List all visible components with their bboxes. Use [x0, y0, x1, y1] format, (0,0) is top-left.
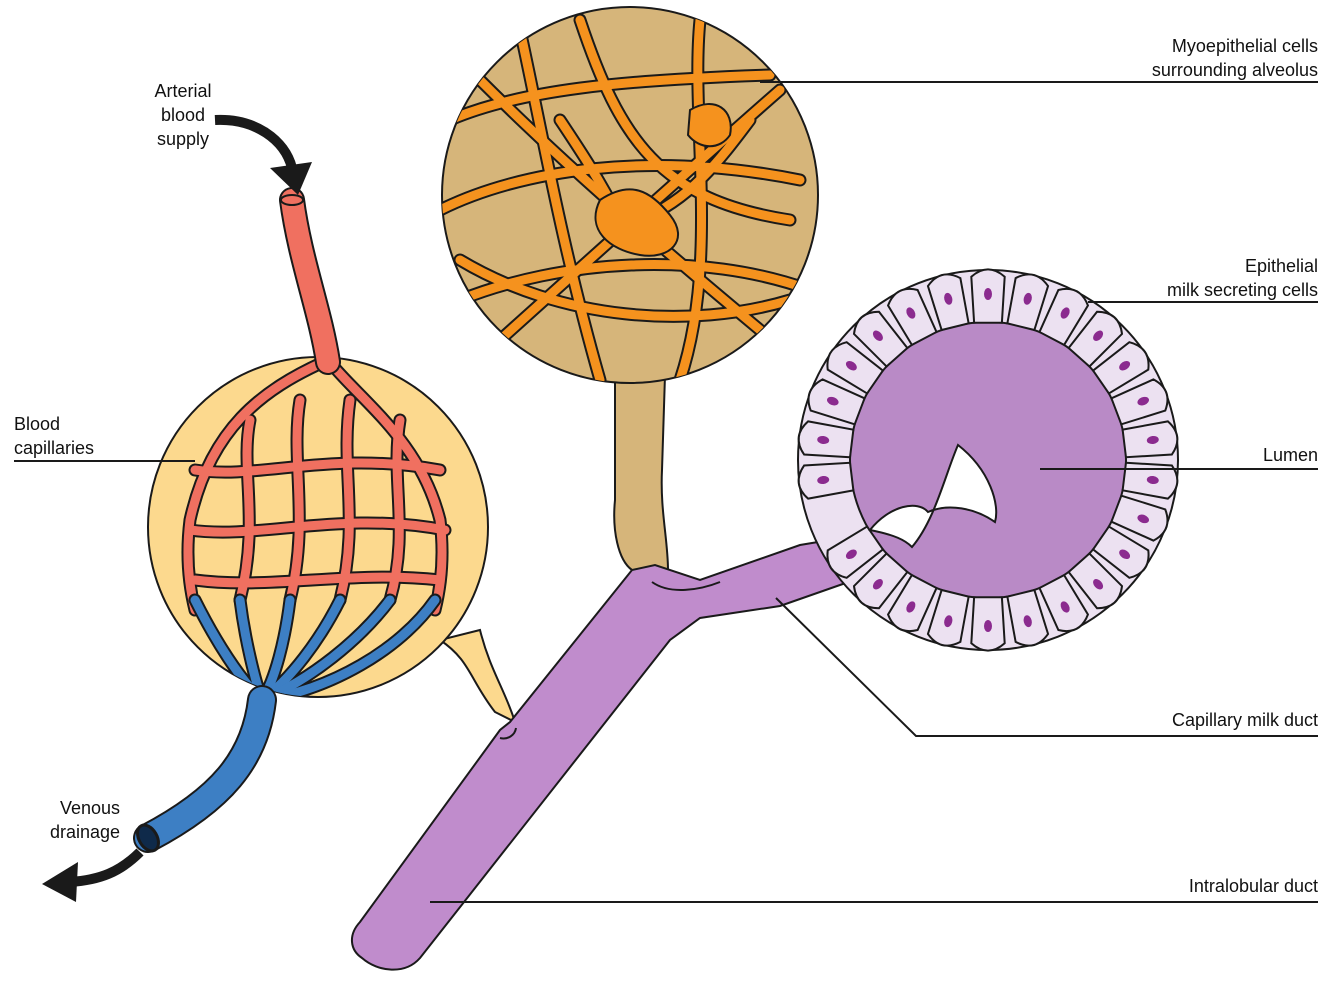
epithelial-label-line-1: Epithelial: [1100, 254, 1318, 278]
epithelial-label-line-2: milk secreting cells: [1100, 278, 1318, 302]
venous-label-line-2: drainage: [30, 820, 120, 844]
myoepithelial-alveolus: [440, 7, 818, 570]
lumen-label-text: Lumen: [1200, 443, 1318, 467]
arterial-label-line-1: Arterial: [148, 79, 218, 103]
venous-drainage-label: Venous drainage: [30, 796, 120, 844]
capillary-milk-duct-label: Capillary milk duct: [1100, 708, 1318, 732]
capillary-milk-duct-label-text: Capillary milk duct: [1100, 708, 1318, 732]
arterial-label-line-3: supply: [148, 127, 218, 151]
capillary-alveolus-stalk: [440, 630, 515, 722]
lumen-label: Lumen: [1200, 443, 1318, 467]
cell-nucleus: [984, 288, 992, 300]
capillary-alveolus: [133, 195, 515, 855]
arterial-arrow: [215, 120, 292, 168]
myoepithelial-label-line-1: Myoepithelial cells: [1080, 34, 1318, 58]
blood-capillaries-label: Blood capillaries: [14, 412, 94, 460]
cell-nucleus: [984, 620, 992, 632]
blood-capillaries-label-line-2: capillaries: [14, 436, 94, 460]
arterial-blood-supply-label: Arterial blood supply: [148, 79, 218, 151]
venous-arrowhead: [42, 862, 78, 902]
arterial-label-line-2: blood: [148, 103, 218, 127]
blood-capillaries-label-line-1: Blood: [14, 412, 94, 436]
epithelial-label: Epithelial milk secreting cells: [1100, 254, 1318, 302]
myoepithelial-label: Myoepithelial cells surrounding alveolus: [1080, 34, 1318, 82]
secretory-alveolus: [798, 269, 1178, 650]
venous-label-line-1: Venous: [30, 796, 120, 820]
myo-alveolus-stalk: [614, 375, 668, 570]
myoepithelial-label-line-2: surrounding alveolus: [1080, 58, 1318, 82]
intralobular-duct-label: Intralobular duct: [1100, 874, 1318, 898]
venous-arrow: [70, 852, 140, 882]
intralobular-duct-label-text: Intralobular duct: [1100, 874, 1318, 898]
